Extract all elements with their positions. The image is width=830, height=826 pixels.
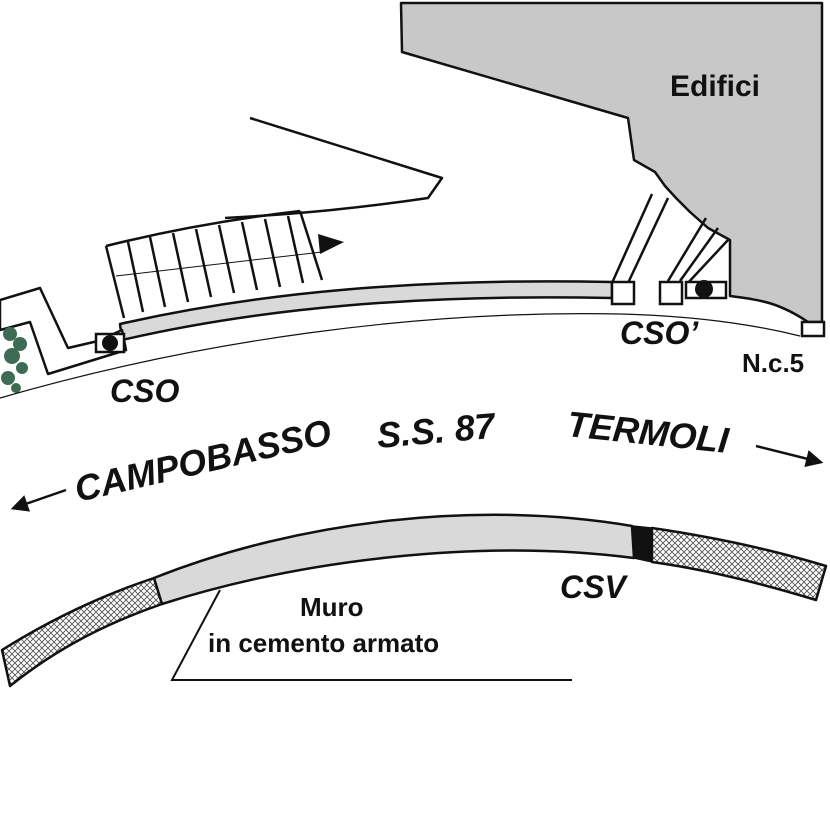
road-label-campobasso: CAMPOBASSO (71, 411, 336, 510)
direction-arrow-right (755, 444, 824, 468)
csv-label: CSV (560, 569, 628, 605)
vegetation-shrub (1, 327, 28, 393)
post-1 (610, 280, 636, 306)
lower-wall-hatched-right (650, 526, 828, 602)
buildings-block (399, 1, 824, 324)
wall-leader-line (170, 589, 572, 681)
road-label-code: S.S. 87 (375, 405, 498, 456)
cso-prime-label: CSO’ (620, 315, 699, 351)
buildings-label: Edifici (670, 70, 760, 103)
cso-label: CSO (110, 373, 179, 409)
road-upper-edge (0, 313, 801, 399)
csv-block (631, 525, 653, 563)
left-corner-structure (0, 286, 128, 376)
entrance-steps (610, 193, 729, 286)
ramp-wedge (224, 116, 444, 220)
lower-wall-hatched-left (0, 576, 164, 688)
direction-arrow-left (10, 488, 67, 512)
post-4 (800, 320, 826, 338)
cso-prime-manhole-dot (695, 280, 713, 298)
stairs-direction-arrow (318, 234, 344, 254)
upper-sidewalk-wall (118, 280, 614, 342)
cso-manhole-dot (102, 335, 118, 351)
post-2 (658, 280, 684, 306)
road-label-termoli: TERMOLI (565, 403, 731, 461)
house-number-label: N.c.5 (742, 348, 804, 378)
wall-label-line1: Muro (300, 592, 364, 622)
wall-label-line2: in cemento armato (208, 628, 439, 658)
staircase (104, 209, 324, 319)
